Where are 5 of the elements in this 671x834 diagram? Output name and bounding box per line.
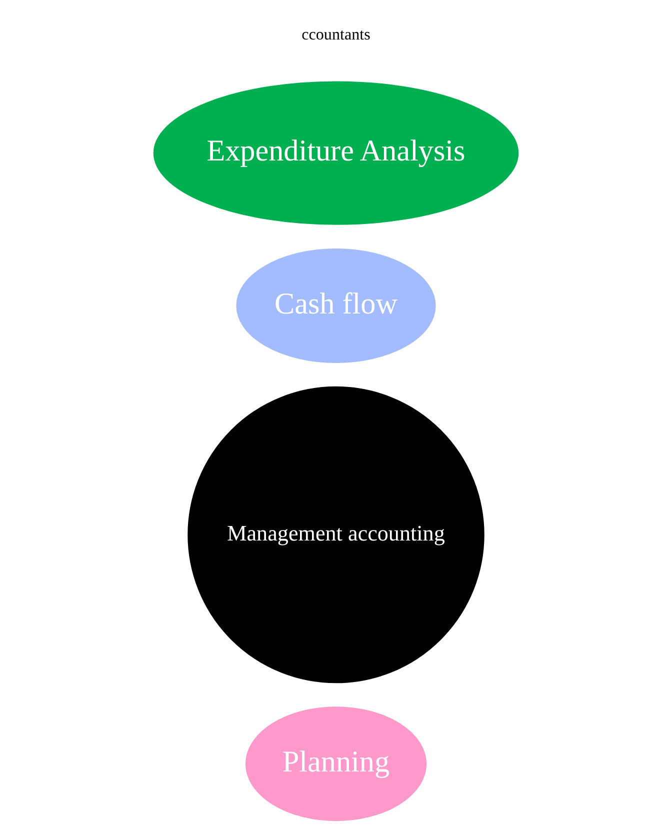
label: ccountants <box>301 26 370 44</box>
node-ellipse: Cash flow <box>234 247 436 364</box>
node-ellipse: Expenditure Analysis <box>152 80 520 226</box>
node-ellipse: Planning <box>244 706 428 822</box>
node-circle: Management accounting <box>186 385 485 684</box>
